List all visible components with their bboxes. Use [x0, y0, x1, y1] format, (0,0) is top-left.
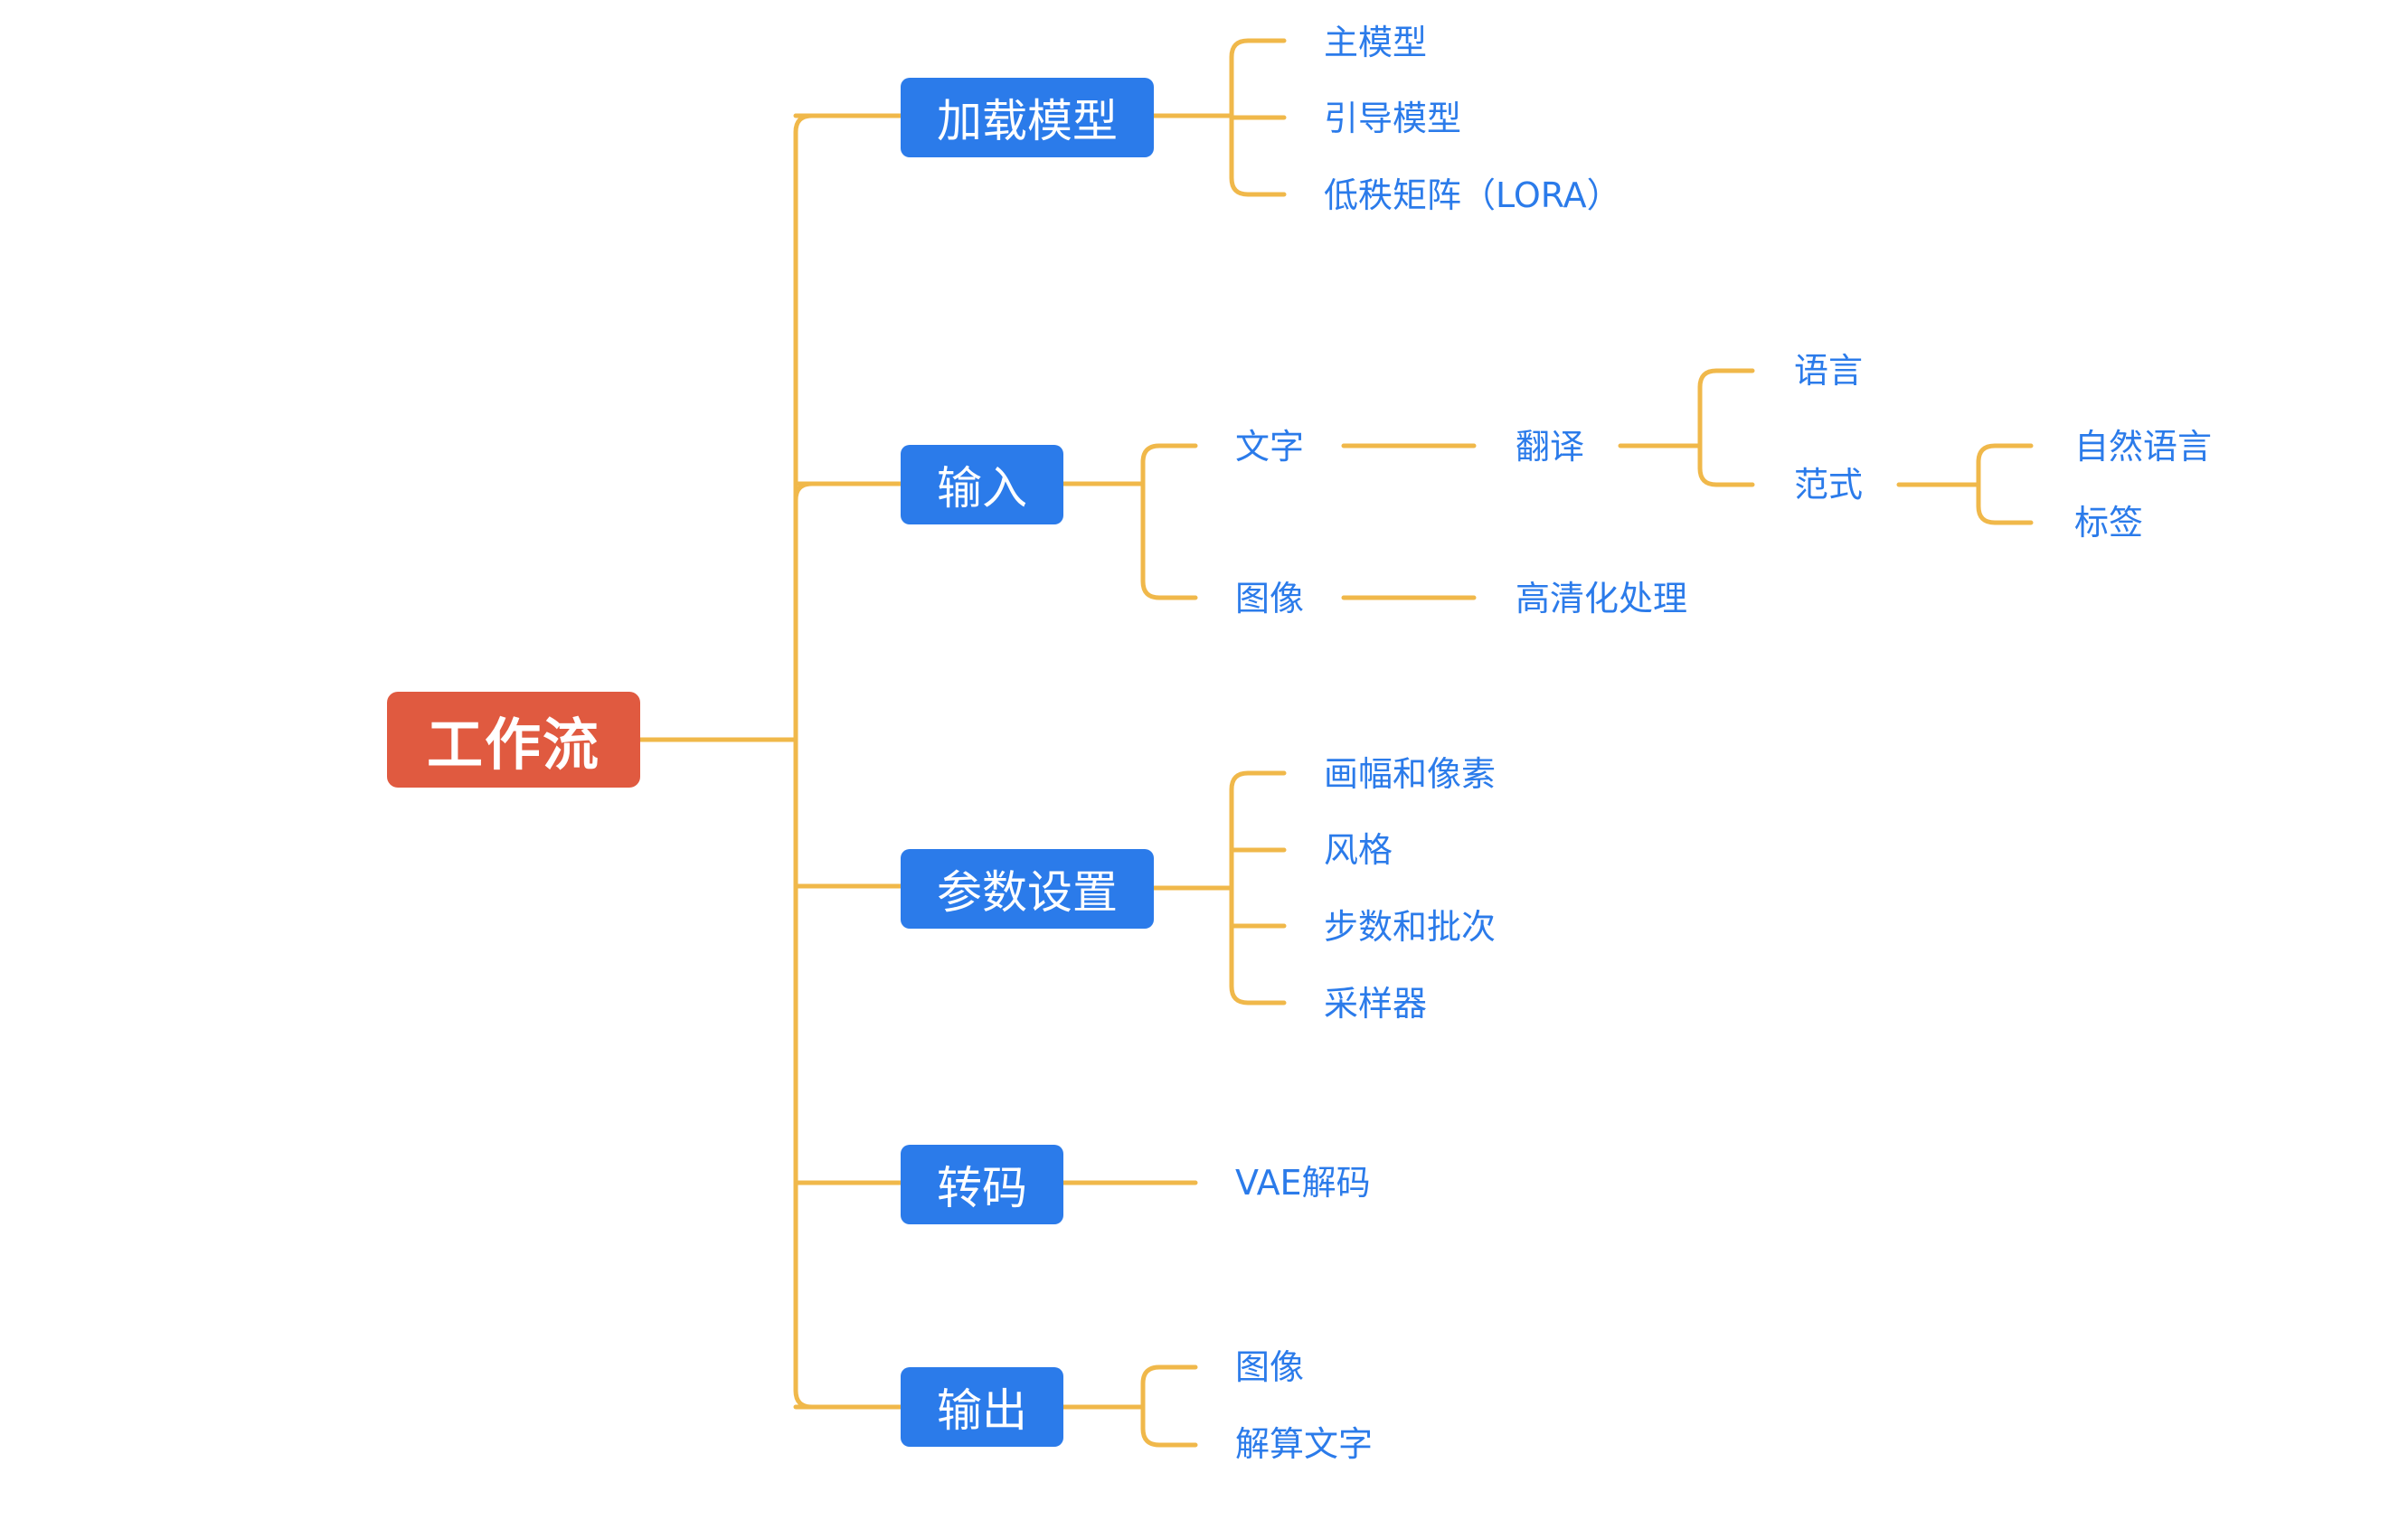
translate-bracket: [1697, 368, 1755, 487]
leaf-upscale[interactable]: 高清化处理: [1516, 579, 1688, 618]
branch-params[interactable]: 参数设置: [901, 849, 1154, 929]
leaf-canvas-pixels[interactable]: 画幅和像素: [1324, 754, 1497, 794]
leaf-output-image[interactable]: 图像: [1235, 1347, 1305, 1387]
leaf-tags[interactable]: 标签: [2074, 503, 2144, 543]
leaf-paradigm[interactable]: 范式: [1794, 465, 1864, 505]
branch-spine: [793, 113, 815, 1410]
leaf-text[interactable]: 文字: [1235, 427, 1305, 467]
root-node[interactable]: 工作流: [387, 692, 640, 788]
branch-load-model[interactable]: 加载模型: [901, 78, 1154, 157]
leaf-language[interactable]: 语言: [1794, 351, 1864, 391]
leaf-vae-decode[interactable]: VAE解码: [1235, 1163, 1371, 1203]
leaf-sampler[interactable]: 采样器: [1324, 984, 1428, 1024]
branch-input[interactable]: 输入: [901, 445, 1063, 524]
leaf-translate[interactable]: 翻译: [1516, 427, 1585, 467]
leaf-style[interactable]: 风格: [1324, 830, 1393, 870]
branch-output[interactable]: 输出: [901, 1367, 1063, 1447]
leaf-solved-text[interactable]: 解算文字: [1235, 1424, 1374, 1464]
leaf-natural-language[interactable]: 自然语言: [2074, 427, 2213, 467]
params-bracket: [1229, 770, 1287, 1006]
leaf-guide-model[interactable]: 引导模型: [1324, 99, 1462, 138]
leaf-image[interactable]: 图像: [1235, 579, 1305, 618]
input-bracket: [1140, 443, 1198, 600]
output-bracket: [1140, 1364, 1198, 1448]
leaf-steps-batch[interactable]: 步数和批次: [1324, 907, 1497, 947]
leaf-main-model[interactable]: 主模型: [1324, 23, 1428, 62]
branch-decode[interactable]: 转码: [901, 1145, 1063, 1224]
leaf-lora[interactable]: 低秩矩阵（LORA）: [1324, 175, 1621, 215]
paradigm-bracket: [1976, 443, 2034, 525]
spine-to-input: [793, 481, 903, 503]
